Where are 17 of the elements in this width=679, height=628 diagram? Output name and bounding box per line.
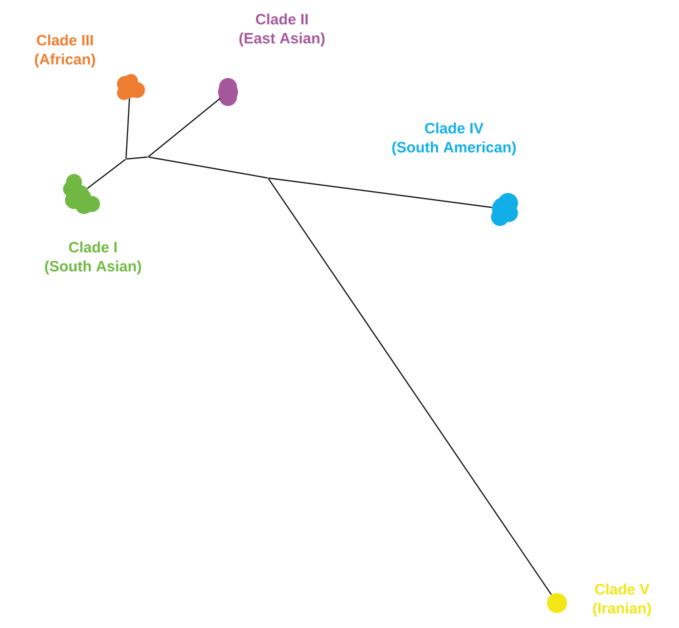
cluster-blob <box>218 78 238 106</box>
clade-label: Clade V (Iranian) <box>593 584 651 616</box>
clade-label: Clade II (East Asian) <box>239 14 325 46</box>
clade-label: Clade III (African) <box>34 34 96 68</box>
tree-branch <box>268 178 492 208</box>
tree-branch <box>268 178 552 595</box>
tree-branch <box>126 156 148 160</box>
cluster-blob <box>117 74 145 100</box>
clade-label: Clade IV (South American) <box>392 122 516 156</box>
tree-branch <box>87 158 126 189</box>
cluster-blob <box>63 174 100 214</box>
tree-branch <box>148 98 220 158</box>
tree-branch <box>148 156 268 178</box>
tree-branch <box>125 98 130 159</box>
cluster-blob <box>491 192 518 226</box>
clade-label: Clade I (South Asian) <box>45 242 141 274</box>
cluster-blob <box>547 592 567 613</box>
